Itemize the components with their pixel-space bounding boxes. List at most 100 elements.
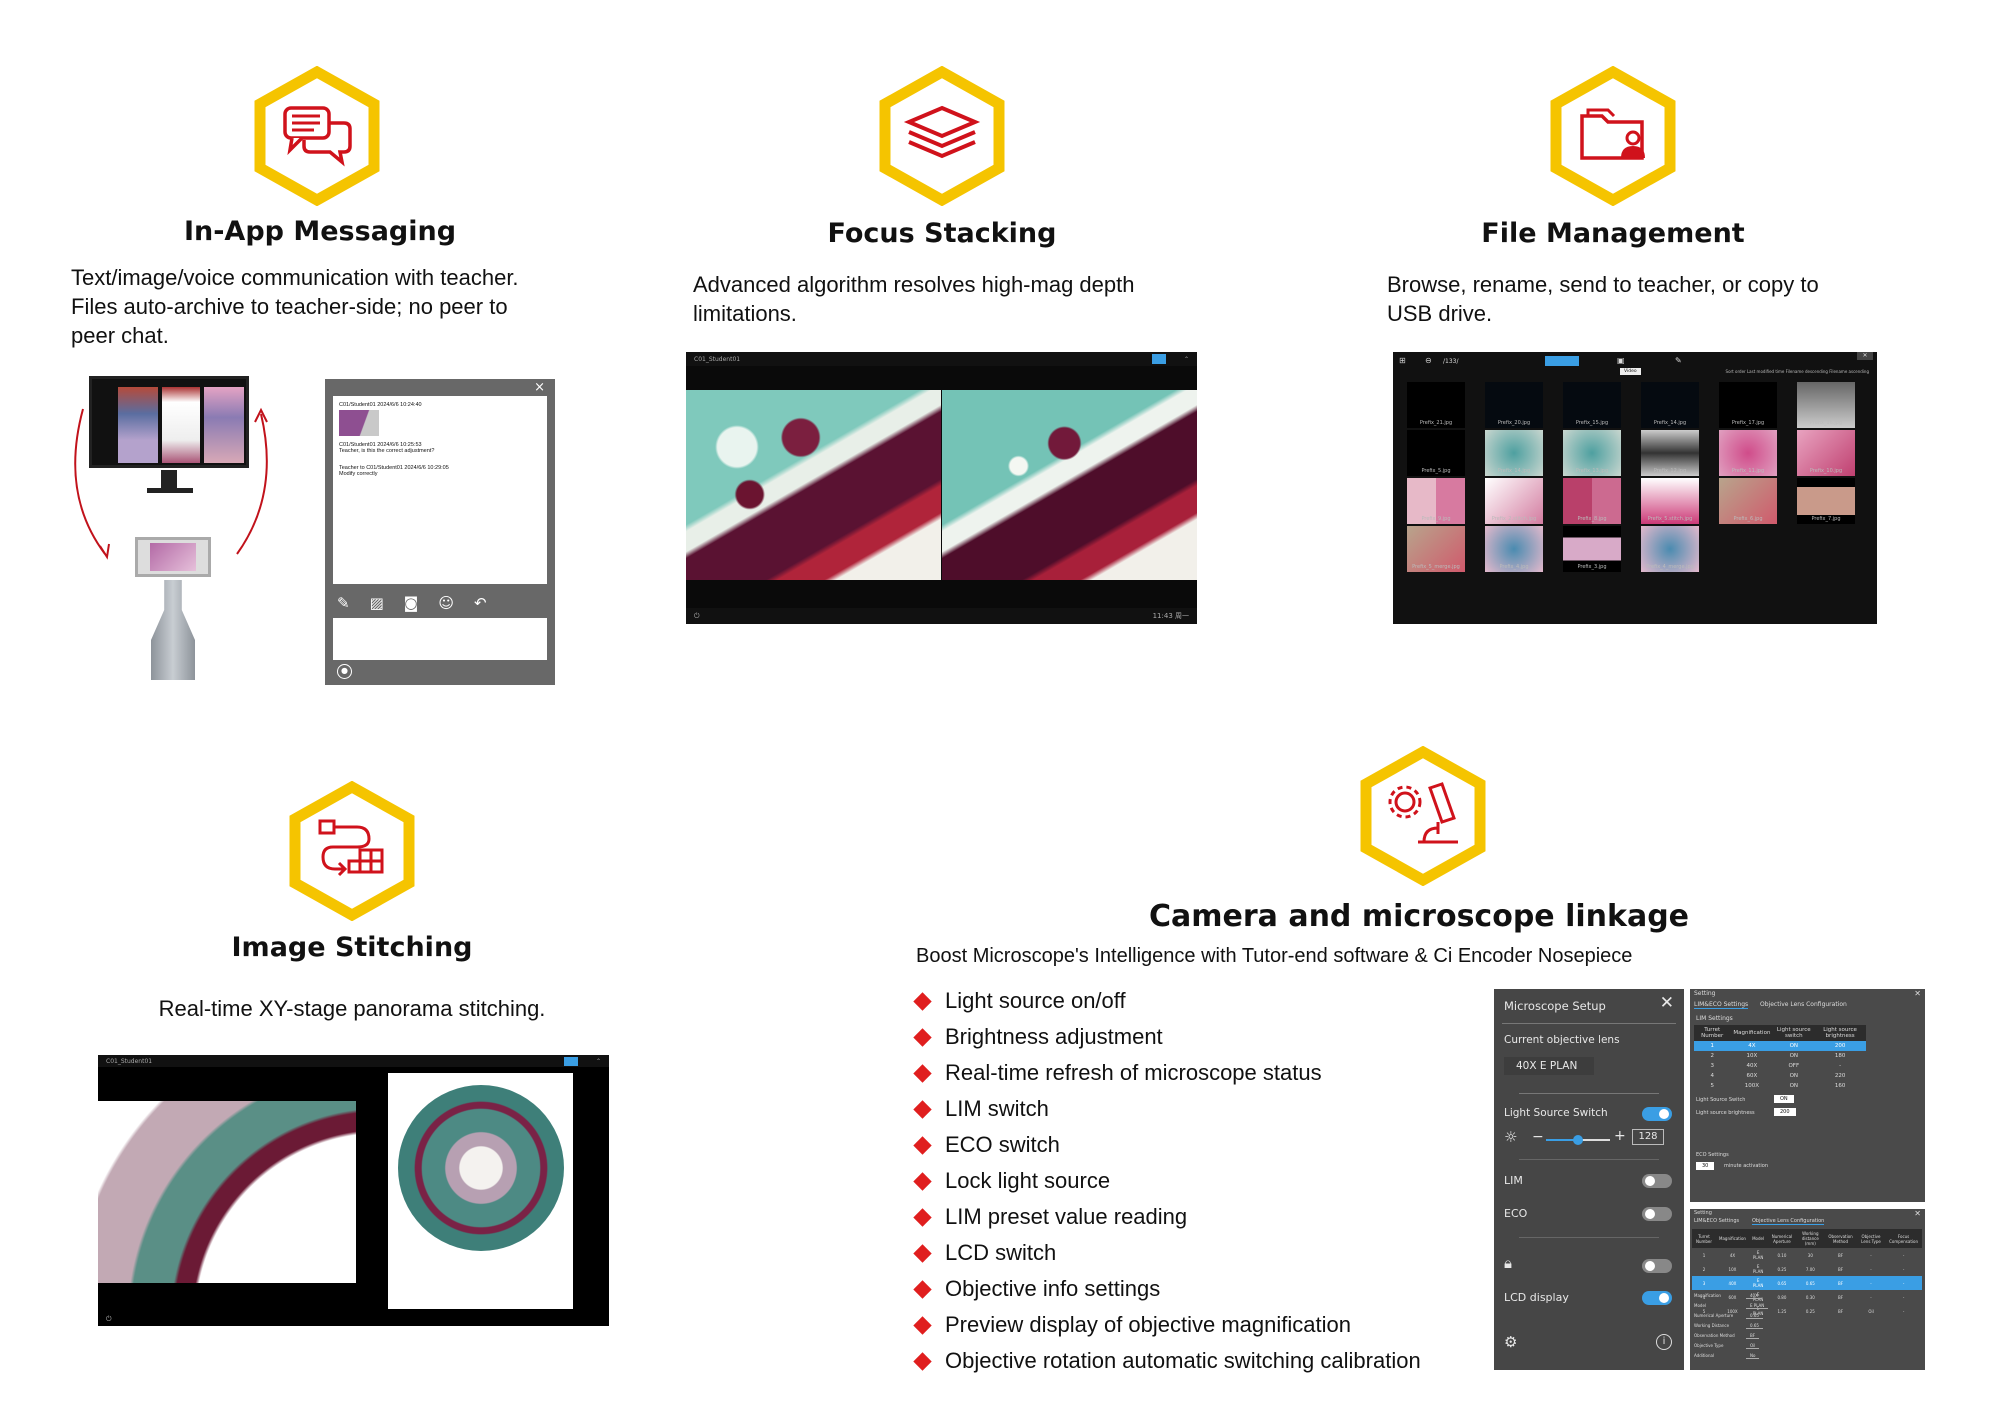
field-value[interactable]: 40X: [1746, 1293, 1762, 1299]
collapse-icon[interactable]: ⌃: [595, 1057, 601, 1065]
video-tab[interactable]: ▣: [1617, 356, 1625, 365]
file-thumbnail[interactable]: [1407, 430, 1465, 476]
image-icon[interactable]: ▨: [369, 594, 384, 612]
file-thumbnail[interactable]: [1719, 430, 1777, 476]
import-icon[interactable]: ⊞: [1399, 356, 1406, 365]
lock-light-toggle[interactable]: [1642, 1259, 1672, 1273]
rename-icon[interactable]: ✎: [1675, 356, 1682, 365]
lim-toggle[interactable]: [1642, 1174, 1672, 1188]
file-thumbnail[interactable]: [1719, 382, 1777, 428]
file-name: Prefix_9.jpg: [1421, 516, 1451, 522]
lim-section-label: LIM Settings: [1696, 1015, 1733, 1022]
light-source-toggle[interactable]: [1642, 1107, 1672, 1121]
chat-image-attachment[interactable]: [339, 410, 379, 436]
file-thumbnail[interactable]: [1641, 382, 1699, 428]
brightness-increase-button[interactable]: +: [1614, 1128, 1626, 1144]
brightness-value-input[interactable]: 128: [1632, 1129, 1664, 1145]
zoom-out-icon[interactable]: ⊖: [1425, 356, 1432, 365]
brightness-slider[interactable]: [1546, 1135, 1610, 1145]
field-value[interactable]: 0.65: [1746, 1323, 1763, 1329]
focus-stack-tool-icon[interactable]: [1151, 354, 1166, 364]
file-thumbnail[interactable]: [1797, 430, 1855, 476]
brightness-slider-thumb[interactable]: [1573, 1135, 1583, 1145]
file-thumbnail[interactable]: [1563, 430, 1621, 476]
field-label: Working Distance: [1694, 1323, 1730, 1328]
field-value[interactable]: 0.65: [1746, 1313, 1763, 1319]
objective-label: Current objective lens: [1504, 1034, 1620, 1046]
brightness-decrease-button[interactable]: −: [1532, 1129, 1544, 1145]
table-cell: 2: [1702, 1266, 1706, 1272]
collapse-icon[interactable]: ⌃: [1183, 355, 1189, 363]
column-header: Working distance (mm): [1796, 1229, 1825, 1248]
file-thumbnail[interactable]: [1563, 478, 1621, 524]
info-icon[interactable]: i: [1656, 1334, 1672, 1350]
eco-toggle[interactable]: [1642, 1207, 1672, 1221]
tab-lim-eco[interactable]: LIM&ECO Settings: [1694, 1218, 1740, 1224]
file-thumbnail[interactable]: [1641, 430, 1699, 476]
field-value[interactable]: Oil: [1746, 1343, 1760, 1349]
file-thumbnail[interactable]: [1485, 478, 1543, 524]
camera-icon[interactable]: ◙: [403, 594, 419, 612]
close-button[interactable]: ✕: [1914, 1209, 1921, 1218]
file-thumbnail[interactable]: [1485, 430, 1543, 476]
table-cell: 200: [1814, 1041, 1866, 1051]
power-icon[interactable]: ⏻: [694, 611, 700, 620]
file-thumbnail[interactable]: [1641, 478, 1699, 524]
tab-lim-eco[interactable]: LIM&ECO Settings: [1694, 1001, 1749, 1009]
file-thumbnail[interactable]: [1563, 526, 1621, 572]
file-thumbnail[interactable]: [1407, 526, 1465, 572]
file-thumbnail[interactable]: [1797, 478, 1855, 524]
column-header: Focus Compensation: [1885, 1229, 1922, 1248]
sort-options[interactable]: Sort order Last modified time Filename d…: [1725, 369, 1869, 374]
user-label: C01_Student01: [106, 1057, 153, 1065]
close-button[interactable]: ✕: [1914, 989, 1921, 998]
lcd-toggle[interactable]: [1642, 1291, 1672, 1305]
file-thumbnail[interactable]: [1485, 526, 1543, 572]
file-name: Prefix_7.jpg: [1811, 516, 1841, 522]
settings-doc-icon[interactable]: ⚙: [1504, 1333, 1518, 1351]
power-icon[interactable]: ⏻: [106, 1314, 112, 1323]
switch-select[interactable]: ON: [1774, 1095, 1794, 1103]
table-cell: E PLAN: [1752, 1250, 1764, 1260]
table-cell: -: [1902, 1294, 1905, 1300]
file-thumbnail[interactable]: [1641, 526, 1699, 572]
file-thumbnail[interactable]: [1485, 382, 1543, 428]
microphone-icon[interactable]: ●: [337, 664, 352, 679]
file-thumbnail[interactable]: [1407, 478, 1465, 524]
field-value[interactable]: BF: [1746, 1333, 1760, 1339]
lcd-label: LCD display: [1504, 1291, 1569, 1304]
brightness-select[interactable]: 200: [1774, 1108, 1796, 1116]
eco-minutes-input[interactable]: 30: [1696, 1162, 1715, 1170]
file-thumbnail[interactable]: [1407, 382, 1465, 428]
emoji-icon[interactable]: ☺: [438, 594, 454, 612]
stitch-tool-icon[interactable]: [563, 1056, 578, 1066]
field-value[interactable]: No: [1746, 1353, 1760, 1359]
chat-close-button[interactable]: ×: [534, 380, 545, 395]
image-tab[interactable]: [1545, 356, 1579, 366]
tab-objective-config[interactable]: Objective Lens Configuration: [1752, 1218, 1825, 1225]
file-thumbnail[interactable]: [1563, 382, 1621, 428]
chat-input[interactable]: [333, 618, 547, 660]
eco-label: ECO: [1504, 1207, 1528, 1220]
tab-objective-config[interactable]: Objective Lens Configuration: [1760, 1001, 1847, 1008]
text-edit-icon[interactable]: ✎: [337, 594, 350, 612]
microscope-screen: [135, 537, 211, 577]
file-thumbnail[interactable]: [1719, 478, 1777, 524]
gear-microscope-icon: [1360, 746, 1486, 886]
field-value[interactable]: E PLAN: [1746, 1303, 1769, 1309]
close-button[interactable]: ✕: [1659, 993, 1674, 1013]
file-thumbnail[interactable]: [1797, 382, 1855, 428]
close-button[interactable]: ✕: [1857, 352, 1873, 360]
reply-icon[interactable]: ↶: [473, 594, 487, 612]
